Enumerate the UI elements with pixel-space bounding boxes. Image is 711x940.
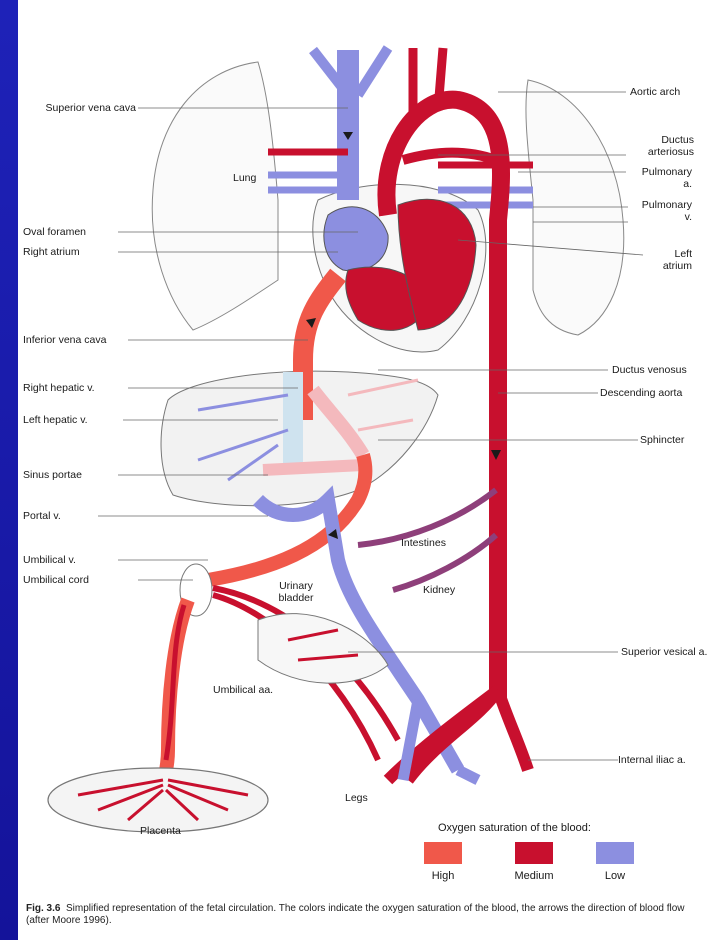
label-left-hepatic-v: Left hepatic v.: [23, 414, 88, 426]
right-lung: [152, 62, 278, 330]
label-intestines: Intestines: [401, 537, 446, 549]
legend-title: Oxygen saturation of the blood:: [438, 822, 591, 834]
label-left-atrium-2: atrium: [638, 260, 692, 272]
umbilical-cord: [163, 600, 188, 790]
label-right-atrium: Right atrium: [23, 246, 80, 258]
label-oval-foramen: Oval foramen: [23, 226, 86, 238]
label-legs: Legs: [345, 792, 368, 804]
legend-label-medium: Medium: [504, 870, 564, 882]
label-lung: Lung: [233, 172, 256, 184]
label-pulmonary-a-1: Pulmonary: [618, 166, 692, 178]
label-ductus-arteriosus-2: arteriosus: [618, 146, 694, 158]
legend-swatch-low: [596, 842, 634, 864]
caption-text: Simplified representation of the fetal c…: [26, 903, 685, 926]
left-lung: [526, 80, 624, 335]
label-kidney: Kidney: [423, 584, 455, 596]
label-inferior-vena-cava: Inferior vena cava: [23, 334, 106, 346]
label-pulmonary-v-1: Pulmonary: [618, 199, 692, 211]
label-ductus-arteriosus-1: Ductus: [618, 134, 694, 146]
legend-swatch-high: [424, 842, 462, 864]
label-internal-iliac-a: Internal iliac a.: [618, 754, 686, 766]
label-placenta: Placenta: [140, 825, 181, 837]
label-urinary-bladder-1: Urinary: [266, 580, 326, 592]
legend-label-high: High: [413, 870, 473, 882]
label-left-atrium-1: Left: [638, 248, 692, 260]
figure-caption: Fig. 3.6 Simplified representation of th…: [26, 903, 706, 927]
caption-fig-number: Fig. 3.6: [26, 903, 60, 914]
label-pulmonary-a-2: a.: [618, 178, 692, 190]
label-pulmonary-v-2: v.: [618, 211, 692, 223]
sinus-portae: [263, 465, 363, 470]
label-portal-v: Portal v.: [23, 510, 61, 522]
label-superior-vesical-a: Superior vesical a.: [621, 646, 707, 658]
label-ductus-venosus: Ductus venosus: [612, 364, 687, 376]
figure-page: Superior vena cava Aortic arch Ductus ar…: [18, 0, 711, 940]
legend-swatch-medium: [515, 842, 553, 864]
placenta: [48, 768, 268, 832]
label-umbilical-cord: Umbilical cord: [23, 574, 89, 586]
label-superior-vena-cava: Superior vena cava: [18, 102, 136, 114]
ductus-arteriosus: [403, 153, 496, 161]
label-descending-aorta: Descending aorta: [600, 387, 682, 399]
label-sinus-portae: Sinus portae: [23, 469, 82, 481]
label-right-hepatic-v: Right hepatic v.: [23, 382, 95, 394]
label-sphincter: Sphincter: [640, 434, 684, 446]
label-urinary-bladder-2: bladder: [266, 592, 326, 604]
label-aortic-arch: Aortic arch: [630, 86, 680, 98]
label-umbilical-v: Umbilical v.: [23, 554, 76, 566]
legend-label-low: Low: [585, 870, 645, 882]
label-umbilical-aa: Umbilical aa.: [213, 684, 273, 696]
